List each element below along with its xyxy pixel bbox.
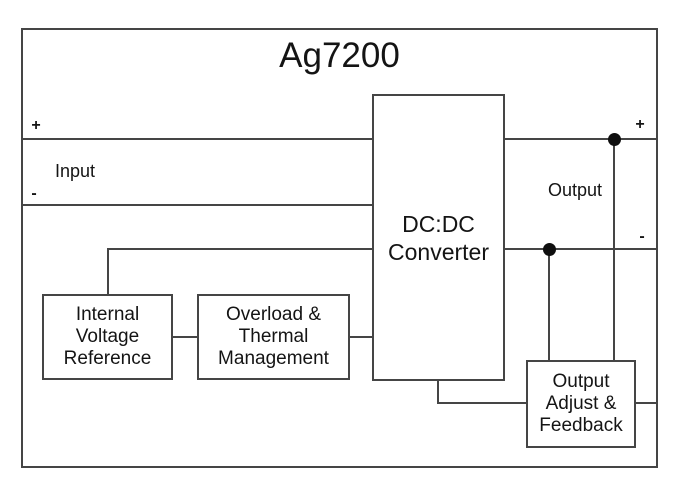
junction-dot-plus-icon bbox=[608, 133, 621, 146]
wire-converter-bottom-drop bbox=[437, 380, 439, 404]
input-minus-label: - bbox=[31, 185, 37, 202]
wire-feedback-to-border bbox=[636, 402, 658, 404]
block-dc-dc-converter: DC:DC Converter bbox=[372, 94, 505, 381]
wire-reference-riser bbox=[107, 248, 109, 296]
block-internal-voltage-reference-label-line2: Voltage bbox=[75, 326, 140, 347]
block-dc-dc-converter-label-line1: DC:DC bbox=[402, 210, 475, 237]
block-output-adjust-feedback-label-line3: Feedback bbox=[539, 415, 623, 436]
block-output-adjust-feedback: Output Adjust & Feedback bbox=[526, 360, 636, 448]
wire-plus-feedback-drop bbox=[613, 138, 615, 362]
block-internal-voltage-reference-label-line3: Reference bbox=[63, 348, 152, 369]
wire-output-minus-rail bbox=[505, 248, 658, 250]
wire-converter-to-feedback bbox=[437, 402, 528, 404]
wire-output-plus-rail bbox=[505, 138, 658, 140]
wire-input-minus-rail bbox=[21, 204, 372, 206]
output-plus-label: + bbox=[635, 116, 645, 133]
wire-minus-feedback-drop bbox=[548, 248, 550, 362]
input-plus-label: + bbox=[31, 117, 41, 134]
block-internal-voltage-reference: Internal Voltage Reference bbox=[42, 294, 173, 380]
block-dc-dc-converter-label-line2: Converter bbox=[388, 238, 489, 265]
block-output-adjust-feedback-label-line2: Adjust & bbox=[545, 393, 617, 414]
input-label: Input bbox=[54, 161, 96, 181]
block-output-adjust-feedback-label-line1: Output bbox=[552, 371, 610, 392]
block-overload-thermal-management-label-line2: Thermal bbox=[238, 326, 309, 347]
block-overload-thermal-management-label-line3: Management bbox=[218, 348, 329, 369]
block-internal-voltage-reference-label-line1: Internal bbox=[75, 304, 140, 325]
block-overload-thermal-management-label-line1: Overload & bbox=[225, 304, 322, 325]
block-overload-thermal-management: Overload & Thermal Management bbox=[197, 294, 350, 380]
output-label: Output bbox=[547, 180, 603, 200]
junction-dot-minus-icon bbox=[543, 243, 556, 256]
wire-input-plus-rail bbox=[21, 138, 372, 140]
wire-reference-to-converter bbox=[107, 248, 372, 250]
diagram-title: Ag7200 bbox=[279, 36, 400, 75]
wire-reference-to-overload bbox=[173, 336, 197, 338]
output-minus-label: - bbox=[639, 228, 645, 245]
wire-overload-to-converter bbox=[350, 336, 372, 338]
